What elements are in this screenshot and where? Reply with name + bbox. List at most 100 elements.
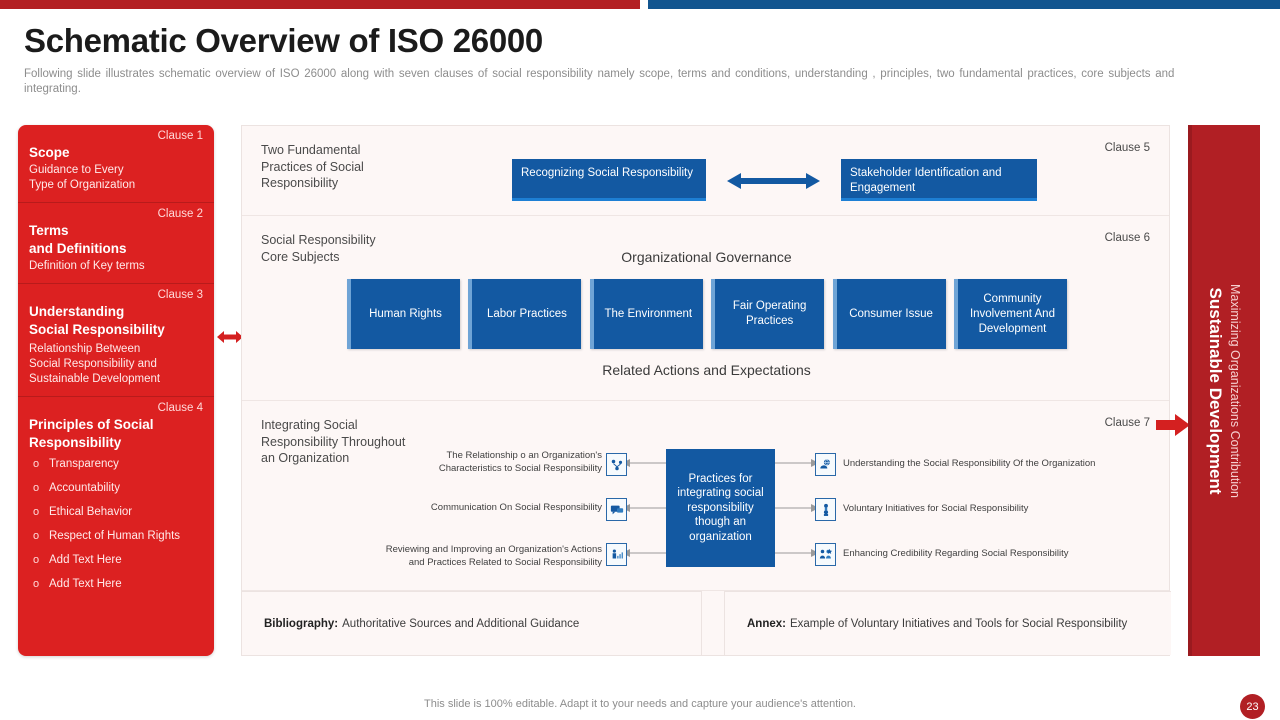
chart-review-icon xyxy=(606,543,627,566)
spoke-label-left-2: Communication On Social Responsibility xyxy=(362,502,602,515)
clause-tag: Clause 2 xyxy=(157,208,203,220)
bullet-circle-icon: o xyxy=(33,458,40,470)
spoke-label-left-3: Reviewing and Improving an Organization'… xyxy=(332,544,602,569)
clause-desc-line-2: Type of Organization xyxy=(29,179,136,191)
spoke-label-line-1: Enhancing Credibility Regarding Social R… xyxy=(843,548,1069,559)
spoke-label-right-1: Understanding the Social Responsibility … xyxy=(843,458,1173,471)
list-item-label: Transparency xyxy=(49,458,119,470)
list-item[interactable]: o Ethical Behavior xyxy=(29,505,203,520)
section-clause-5: Two Fundamental Practices of Social Resp… xyxy=(242,126,1169,216)
bullet-circle-icon: o xyxy=(33,530,40,542)
bullet-circle-icon: o xyxy=(33,506,40,518)
related-actions-band: Related Actions and Expectations xyxy=(602,362,811,378)
core-subject-box[interactable]: Labor Practices xyxy=(468,279,582,349)
section-5-label-line-3: Responsibility xyxy=(261,176,339,190)
core-subject-box[interactable]: The Environment xyxy=(589,279,703,349)
section-6-label-line-1: Social Responsibility xyxy=(261,233,376,247)
clause-rail: Clause 1 Scope Guidance to Every Type of… xyxy=(18,125,214,656)
sustainable-development-arrow-icon xyxy=(1156,414,1190,436)
section-7-label-line-3: an Organization xyxy=(261,451,350,465)
core-subject-box[interactable]: Fair Operating Practices xyxy=(711,279,825,349)
list-item[interactable]: o Add Text Here xyxy=(29,577,203,592)
vertical-bar-subtitle: Maximizing Organizations Contribution xyxy=(1228,283,1243,498)
spoke-label-line-1: Voluntary Initiatives for Social Respons… xyxy=(843,503,1029,514)
list-item-label: Accountability xyxy=(49,482,120,494)
section-5-clause-number: Clause 5 xyxy=(1104,142,1150,154)
list-item-label: Add Text Here xyxy=(49,578,122,590)
section-7-label-line-1: Integrating Social xyxy=(261,418,358,432)
top-bar-blue-segment xyxy=(648,0,1280,9)
section-7-label-line-2: Responsibility Throughout xyxy=(261,434,406,449)
bullet-circle-icon: o xyxy=(33,578,40,590)
section-7-clause-number: Clause 7 xyxy=(1104,417,1150,429)
badge-person-icon xyxy=(815,498,836,521)
section-clause-6: Social Responsibility Core Subjects Clau… xyxy=(242,216,1169,401)
clause-title-line-1: Terms xyxy=(29,223,69,238)
clause-card-1[interactable]: Clause 1 Scope Guidance to Every Type of… xyxy=(18,125,214,202)
page-title: Schematic Overview of ISO 26000 xyxy=(24,22,543,59)
core-subject-box[interactable]: Community Involvement And Development xyxy=(953,279,1067,349)
spoke-label-line-1: Reviewing and Improving an Organization'… xyxy=(385,544,602,555)
header: Schematic Overview of ISO 26000 Followin… xyxy=(24,22,1254,97)
section-7-label: Integrating Social Responsibility Throug… xyxy=(261,417,405,467)
clause-card-3[interactable]: Clause 3 Understanding Social Responsibi… xyxy=(18,283,214,396)
top-accent-bar xyxy=(0,0,1280,9)
spoke-label-line-1: Communication On Social Responsibility xyxy=(430,502,602,513)
clause-title-line-1: Principles of Social xyxy=(29,417,154,432)
group-credibility-icon xyxy=(815,543,836,566)
clause-title-line-1: Understanding xyxy=(29,304,125,319)
bullet-circle-icon: o xyxy=(33,554,40,566)
section-6-clause-number: Clause 6 xyxy=(1104,232,1150,244)
list-item[interactable]: o Accountability xyxy=(29,481,203,496)
list-item[interactable]: o Transparency xyxy=(29,457,203,472)
list-item[interactable]: o Respect of Human Rights xyxy=(29,529,203,544)
globe-person-icon xyxy=(815,453,836,476)
spoke-label-left-1: The Relationship o an Organization's Cha… xyxy=(362,450,602,475)
bibliography-label: Bibliography: xyxy=(264,617,339,630)
two-way-arrow-icon xyxy=(727,173,820,189)
spoke-label-line-1: Understanding the Social Responsibility … xyxy=(843,458,1096,469)
clause-title-line-2: Social Responsibility xyxy=(29,322,165,337)
bullet-circle-icon: o xyxy=(33,482,40,494)
clause-card-2[interactable]: Clause 2 Terms and Definitions Definitio… xyxy=(18,202,214,283)
spoke-label-line-2: Characteristics to Social Responsibility xyxy=(438,462,602,474)
list-item-label: Add Text Here xyxy=(49,554,122,566)
annex-label: Annex: xyxy=(747,617,786,630)
core-subject-box[interactable]: Human Rights xyxy=(347,279,460,349)
sustainable-development-bar: Maximizing Organizations Contribution Su… xyxy=(1188,125,1260,656)
top-bar-red-segment xyxy=(0,0,640,9)
list-item-label: Respect of Human Rights xyxy=(49,530,181,542)
list-item-label: Ethical Behavior xyxy=(49,506,133,518)
spoke-label-right-2: Voluntary Initiatives for Social Respons… xyxy=(843,503,1173,516)
spoke-label-line-2: and Practices Related to Social Responsi… xyxy=(408,556,602,568)
main-panel: Two Fundamental Practices of Social Resp… xyxy=(241,125,1173,656)
spoke-label-line-1: The Relationship o an Organization's xyxy=(446,450,603,461)
section-6-label-line-2: Core Subjects xyxy=(261,249,340,264)
section-5-label-line-1: Two Fundamental xyxy=(261,143,361,157)
section-footer-cards: Bibliography: Authoritative Sources and … xyxy=(242,591,1171,656)
clause-card-4[interactable]: Clause 4 Principles of Social Responsibi… xyxy=(18,396,214,610)
annex-text: Example of Voluntary Initiatives and Too… xyxy=(789,617,1128,630)
vertical-bar-title: Sustainable Development xyxy=(1206,287,1226,494)
hub-practices-box[interactable]: Practices for integrating social respons… xyxy=(666,449,775,567)
bibliography-card[interactable]: Bibliography: Authoritative Sources and … xyxy=(242,591,702,655)
box-recognizing-social-responsibility[interactable]: Recognizing Social Responsibility xyxy=(512,159,706,201)
list-item[interactable]: o Add Text Here xyxy=(29,553,203,568)
organizational-governance-band: Organizational Governance xyxy=(621,249,792,265)
box-stakeholder-identification[interactable]: Stakeholder Identification and Engagemen… xyxy=(841,159,1037,201)
speech-bubble-icon xyxy=(606,498,627,521)
top-bar-gap xyxy=(640,0,648,9)
core-subject-box[interactable]: Consumer Issue xyxy=(832,279,946,349)
clause-desc-line-1: Guidance to Every xyxy=(29,164,124,176)
clause-title-line-2: Responsibility xyxy=(29,435,122,450)
page-number-badge: 23 xyxy=(1240,694,1265,719)
annex-card[interactable]: Annex: Example of Voluntary Initiatives … xyxy=(724,591,1171,655)
clause-tag: Clause 3 xyxy=(157,289,203,301)
section-5-label: Two Fundamental Practices of Social Resp… xyxy=(261,142,364,192)
section-6-label: Social Responsibility Core Subjects xyxy=(261,232,376,265)
clause-desc-line-1: Definition of Key terms xyxy=(29,260,145,272)
page-subtitle: Following slide illustrates schematic ov… xyxy=(24,68,1175,95)
core-subjects-row: Human Rights Labor Practices The Environ… xyxy=(347,279,1067,349)
clause-desc-line-1: Relationship Between xyxy=(29,343,141,355)
